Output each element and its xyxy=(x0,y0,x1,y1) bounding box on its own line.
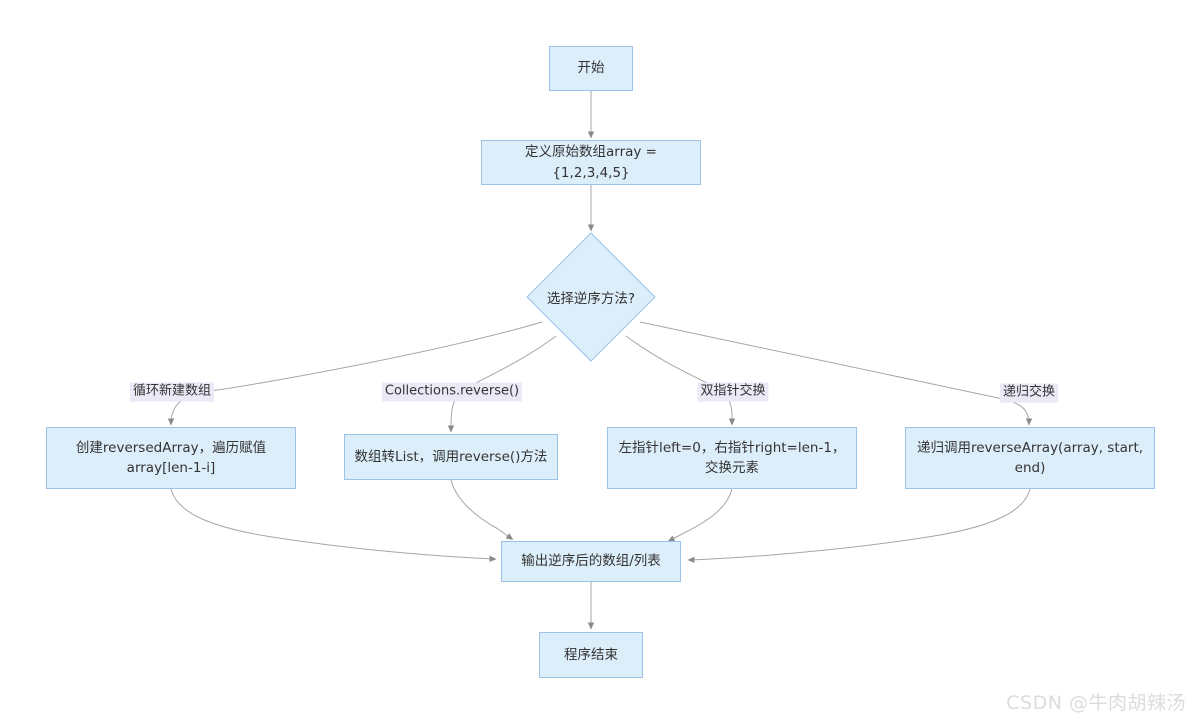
edge-label-recursive-swap: 递归交换 xyxy=(999,383,1059,403)
watermark: CSDN @牛肉胡辣汤 xyxy=(1006,692,1186,714)
node-output-result: 输出逆序后的数组/列表 xyxy=(501,541,681,582)
edge-recursion-output xyxy=(687,488,1031,563)
node-recursive-swap: 递归调用reverseArray(array, start, end) xyxy=(905,427,1155,489)
edge-choose-recursion xyxy=(639,321,1033,426)
node-define-array: 定义原始数组array = {1,2,3,4,5} xyxy=(481,140,701,185)
node-end: 程序结束 xyxy=(539,632,643,678)
edge-loop-output xyxy=(170,488,497,562)
node-choose-method: 选择逆序方法? xyxy=(546,291,636,307)
edge-label-loop-new-array: 循环新建数组 xyxy=(129,382,215,402)
node-loop-new-array: 创建reversedArray，遍历赋值 array[len-1-i] xyxy=(46,427,296,489)
edge-label-collections-reverse: Collections.reverse() xyxy=(381,382,523,402)
edge-twopointer-output xyxy=(667,488,733,542)
node-collections-reverse: 数组转List，调用reverse()方法 xyxy=(344,434,558,480)
edge-collections-output xyxy=(450,479,514,540)
decision-diamond-shape xyxy=(526,232,656,362)
node-two-pointer-swap: 左指针left=0，右指针right=len-1，交换元素 xyxy=(607,427,857,489)
edge-label-two-pointer-swap: 双指针交换 xyxy=(697,382,769,402)
edge-choose-loop xyxy=(167,321,543,426)
node-start: 开始 xyxy=(549,46,633,91)
